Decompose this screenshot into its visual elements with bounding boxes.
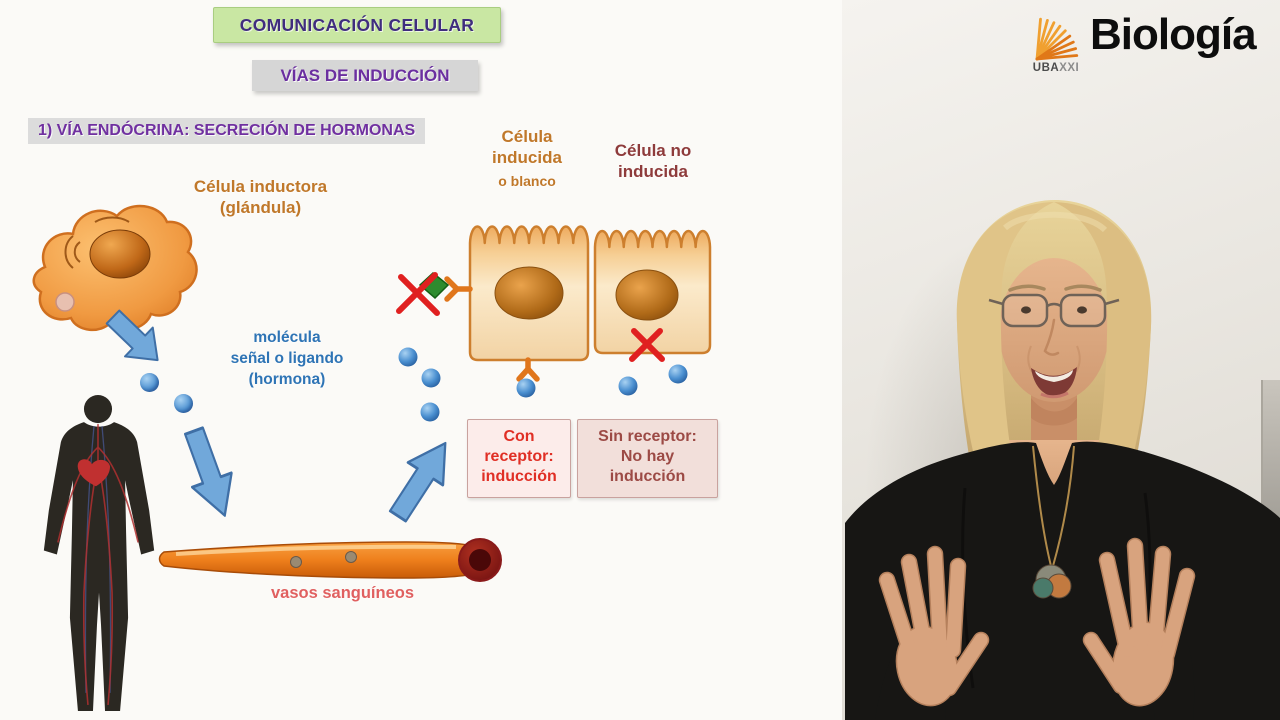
section-title: 1) VÍA ENDÓCRINA: SECRECIÓN DE HORMONAS bbox=[28, 118, 426, 144]
hormone-dot bbox=[421, 368, 441, 388]
arrow-up-right-icon bbox=[388, 441, 447, 523]
eyes bbox=[1021, 306, 1087, 314]
necklace bbox=[1032, 445, 1075, 567]
target-cells-illustration bbox=[396, 225, 712, 422]
hormone-dot bbox=[398, 347, 418, 367]
hormone-dot bbox=[140, 373, 159, 392]
induced-cell-sublabel: o blanco bbox=[498, 173, 556, 189]
signal-molecule-label: molécula señal o ligando (hormona) bbox=[230, 329, 344, 388]
blood-vessels-label: vasos sanguíneos bbox=[270, 584, 415, 602]
induced-cell-nucleus bbox=[494, 266, 564, 320]
hormone-dot bbox=[618, 376, 638, 396]
pendant bbox=[1032, 564, 1072, 599]
ubaxxi-logo-icon bbox=[1035, 17, 1079, 61]
no-receptor-x-icon bbox=[629, 328, 665, 362]
left-hand bbox=[878, 545, 990, 707]
blood-vessel-illustration bbox=[158, 538, 502, 582]
course-name: Biología bbox=[1090, 10, 1257, 59]
without-receptor-box: Sin receptor: No hay inducción bbox=[577, 419, 718, 498]
with-receptor-box: Con receptor: inducción bbox=[467, 419, 571, 498]
page-subtitle: VÍAS DE INDUCCIÓN bbox=[252, 60, 478, 91]
right-hand bbox=[1082, 537, 1196, 707]
hormone-dot bbox=[516, 378, 536, 398]
page-title: COMUNICACIÓN CELULAR bbox=[213, 7, 501, 43]
hormone-dot bbox=[668, 364, 688, 384]
membrane-receptor-icon bbox=[444, 276, 473, 302]
ubaxxi-logo-text: UBAXXI bbox=[1032, 62, 1080, 74]
hormone-dot bbox=[174, 394, 193, 413]
arrow-down-right-icon bbox=[105, 309, 159, 362]
blood-cell bbox=[290, 556, 302, 568]
induced-cell-label: Célula inducida bbox=[492, 127, 562, 167]
arteries bbox=[57, 424, 139, 706]
blood-cell bbox=[345, 551, 357, 563]
human-body-illustration bbox=[43, 395, 155, 711]
vesicle bbox=[55, 292, 75, 312]
nose bbox=[1043, 318, 1060, 356]
gland-nucleus bbox=[89, 229, 151, 279]
heart bbox=[77, 459, 111, 487]
blocked-x-icon bbox=[396, 272, 440, 316]
hormone-dot bbox=[420, 402, 440, 422]
bottom-receptor-icon bbox=[516, 357, 540, 382]
not-induced-cell-nucleus bbox=[615, 269, 679, 321]
not-induced-cell-label: Célula no inducida bbox=[614, 141, 692, 181]
presenter-photo bbox=[845, 200, 1280, 720]
gland-cell-illustration bbox=[32, 204, 198, 331]
inducer-cell-label: Célula inductora (glándula) bbox=[193, 177, 328, 217]
arrow-down-icon bbox=[184, 426, 233, 517]
